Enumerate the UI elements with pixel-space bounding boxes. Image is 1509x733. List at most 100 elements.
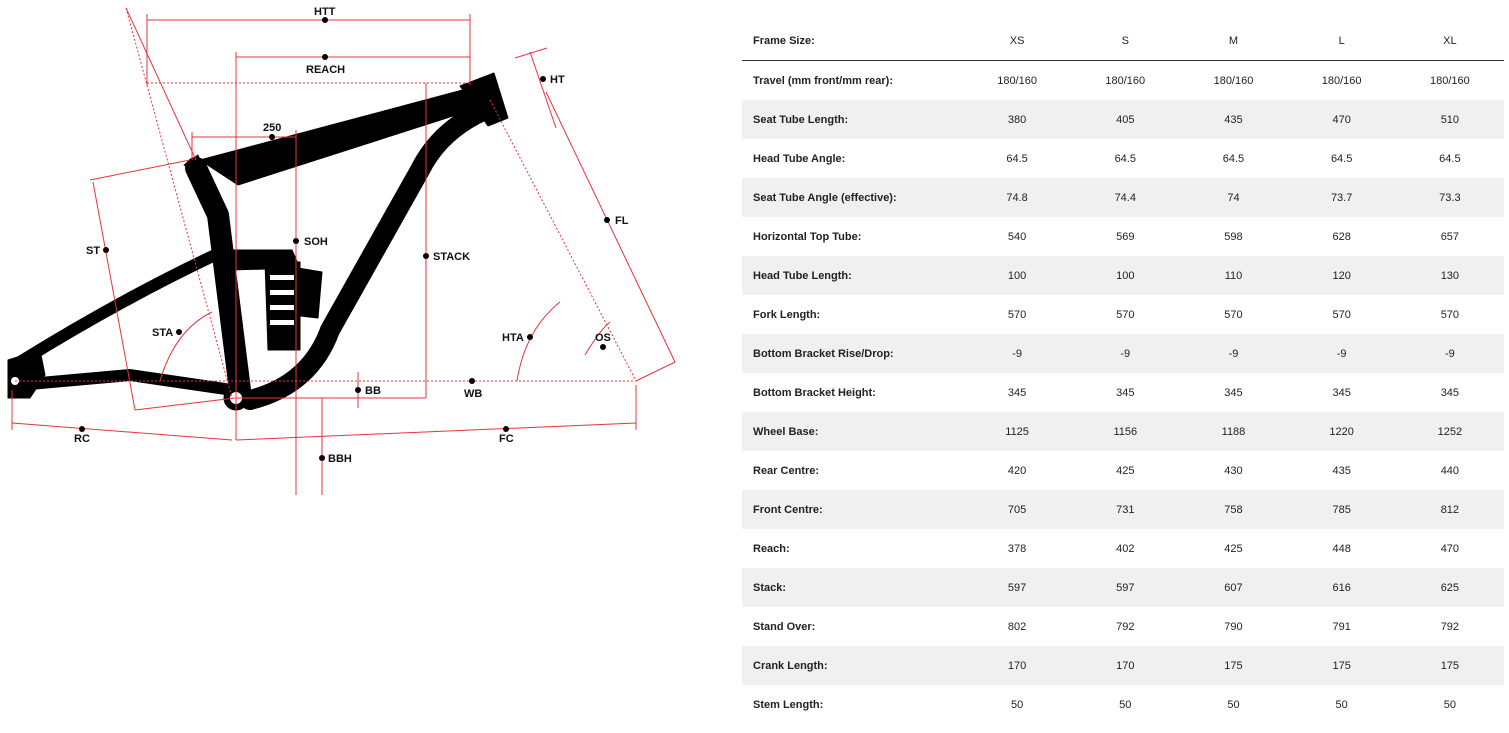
label-fl: FL <box>615 215 629 227</box>
cell-value: 180/160 <box>1321 74 1362 87</box>
cell-value: 50 <box>1119 698 1132 711</box>
label-sta: STA <box>152 327 173 339</box>
cell-value: 100 <box>1007 269 1027 282</box>
cell-value: 440 <box>1440 464 1460 477</box>
size-xs: XS <box>1009 35 1025 47</box>
cell-value: 597 <box>1116 581 1135 594</box>
cell-value: 1156 <box>1113 425 1138 438</box>
label-fc: FC <box>499 433 514 445</box>
cell-value: 628 <box>1332 230 1351 243</box>
cell-value: 378 <box>1007 542 1027 555</box>
label-bb: BB <box>365 385 381 397</box>
label-os: OS <box>595 332 611 344</box>
row-label: Stack: <box>753 581 787 594</box>
cell-value: 570 <box>1007 308 1027 321</box>
cell-value: 64.5 <box>1222 152 1245 165</box>
row-label: Rear Centre: <box>753 464 820 477</box>
cell-value: 569 <box>1116 230 1135 243</box>
cell-value: 657 <box>1440 230 1460 243</box>
cell-value: 597 <box>1007 581 1027 594</box>
table-header-row: Frame Size: XS S M L XL <box>742 22 1504 61</box>
cell-value: 50 <box>1010 698 1024 711</box>
cell-value: 570 <box>1116 308 1135 321</box>
label-reach: REACH <box>306 64 345 76</box>
cell-value: 425 <box>1116 464 1135 477</box>
label-soh: SOH <box>304 236 328 248</box>
label-htt: HTT <box>314 6 336 18</box>
cell-value: 50 <box>1335 698 1348 711</box>
size-xl: XL <box>1443 35 1457 47</box>
cell-value: 110 <box>1224 269 1243 282</box>
cell-value: 74 <box>1227 191 1240 204</box>
cell-value: 791 <box>1332 620 1351 633</box>
cell-value: 345 <box>1440 386 1460 399</box>
cell-value: 448 <box>1332 542 1351 555</box>
cell-value: 570 <box>1332 308 1351 321</box>
cell-value: 405 <box>1116 113 1135 126</box>
row-label: Head Tube Length: <box>753 269 852 282</box>
cell-value: 1188 <box>1221 425 1246 438</box>
table-row: Stem Length: 50 50 50 50 50 <box>742 685 1504 724</box>
cell-value: 607 <box>1224 581 1243 594</box>
seat-clamp <box>183 154 206 176</box>
cell-value: 402 <box>1116 542 1135 555</box>
cell-value: 470 <box>1332 113 1351 126</box>
cell-value: 180/160 <box>1105 74 1146 87</box>
cell-value: 175 <box>1332 659 1351 672</box>
cell-value: 64.5 <box>1006 152 1028 165</box>
rear-dropout <box>7 349 46 399</box>
size-s: S <box>1121 35 1129 47</box>
cell-value: 170 <box>1116 659 1135 672</box>
cell-value: 74.4 <box>1114 191 1136 204</box>
label-wb: WB <box>464 388 482 400</box>
cell-value: 598 <box>1224 230 1243 243</box>
cell-value: 510 <box>1440 113 1460 126</box>
cell-value: 425 <box>1224 542 1243 555</box>
seat-tube <box>185 157 251 401</box>
size-m: M <box>1228 35 1239 47</box>
cell-value: -9 <box>1120 347 1131 360</box>
cell-value: 802 <box>1007 620 1027 633</box>
row-label: Head Tube Angle: <box>753 152 846 165</box>
label-ht: HT <box>550 74 565 86</box>
cell-value: 616 <box>1332 581 1351 594</box>
cell-value: 345 <box>1224 386 1243 399</box>
cell-value: 175 <box>1224 659 1243 672</box>
row-label: Horizontal Top Tube: <box>753 230 862 243</box>
cell-value: -9 <box>1012 347 1022 360</box>
label-bbh: BBH <box>328 453 352 465</box>
row-label: Bottom Bracket Height: <box>753 386 876 399</box>
cell-value: 73.3 <box>1439 191 1461 204</box>
cell-value: 345 <box>1332 386 1351 399</box>
shock-reservoir <box>297 267 323 319</box>
size-l: L <box>1338 35 1345 47</box>
cell-value: 790 <box>1224 620 1243 633</box>
row-label: Stand Over: <box>753 620 816 633</box>
row-label: Stem Length: <box>753 698 824 711</box>
table-row: Bottom Bracket Rise/Drop:-9-9-9-9-9 <box>742 334 1504 373</box>
cell-value: 64.5 <box>1114 152 1136 165</box>
cell-value: 570 <box>1440 308 1460 321</box>
cell-value: 540 <box>1007 230 1027 243</box>
cell-value: 420 <box>1007 464 1027 477</box>
cell-value: -9 <box>1228 347 1239 360</box>
header-label: Frame Size: <box>753 35 815 47</box>
row-label: Crank Length: <box>753 659 828 672</box>
row-label: Travel (mm front/mm rear): <box>753 74 893 87</box>
cell-value: 175 <box>1440 659 1460 672</box>
cell-value: 470 <box>1440 542 1460 555</box>
cell-value: 50 <box>1443 698 1456 711</box>
cell-value: 100 <box>1116 269 1135 282</box>
cell-value: 50 <box>1227 698 1240 711</box>
cell-value: 380 <box>1007 113 1027 126</box>
